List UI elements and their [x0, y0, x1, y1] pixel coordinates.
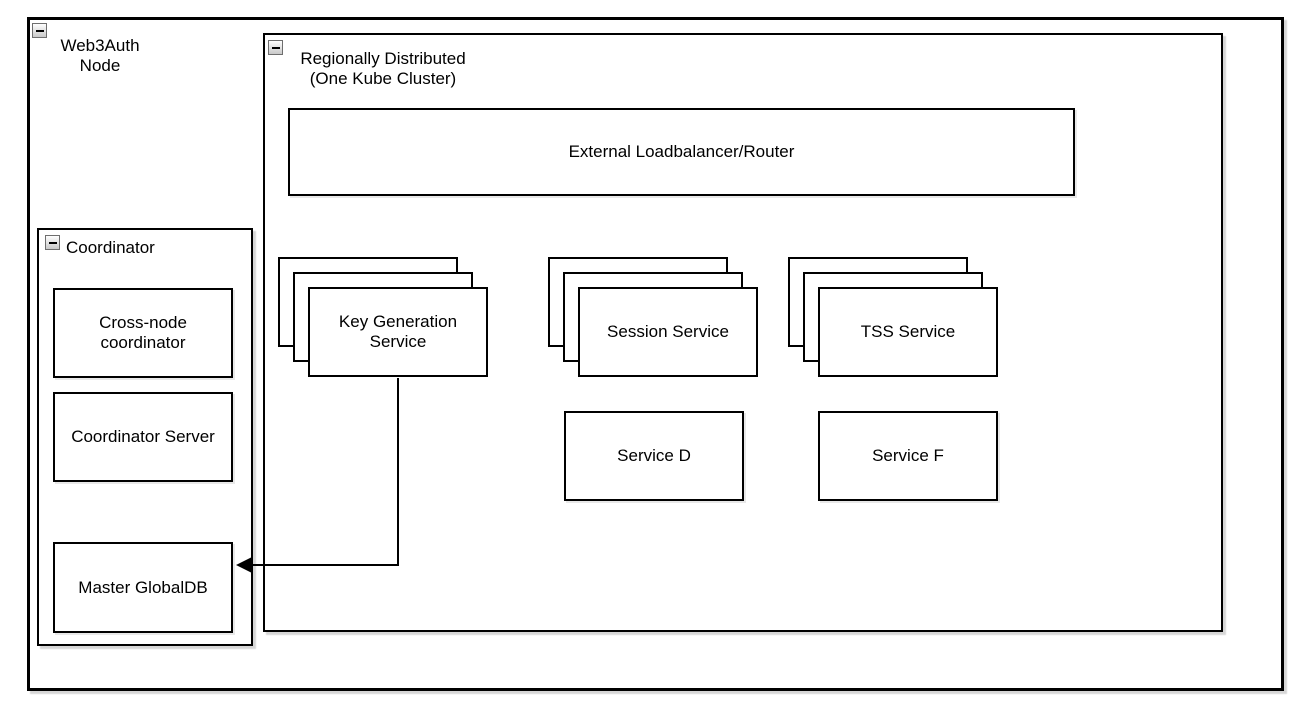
region-label: Regionally Distributed (One Kube Cluster… — [300, 49, 466, 88]
collapse-minus-icon-coordinator[interactable] — [45, 235, 60, 250]
service-d-label: Service D — [617, 446, 691, 465]
coordinator-server-label: Coordinator Server — [71, 427, 215, 446]
cross-node-coordinator-label: Cross-node coordinator — [99, 313, 187, 352]
keygen-stack-card-front: Key Generation Service — [308, 287, 488, 377]
cross-node-coordinator-box: Cross-node coordinator — [53, 288, 233, 378]
web3auth-node-label: Web3Auth Node — [60, 36, 140, 75]
loadbalancer-box: External Loadbalancer/Router — [288, 108, 1075, 196]
collapse-minus-icon-web3auth[interactable] — [32, 23, 47, 38]
keygen-stack: Key Generation Service — [278, 257, 488, 377]
keygen-label: Key Generation Service — [338, 312, 458, 351]
coordinator-label: Coordinator — [66, 238, 155, 257]
tss-stack: TSS Service — [788, 257, 998, 377]
service-f-box: Service F — [818, 411, 998, 501]
master-globaldb-label: Master GlobalDB — [78, 577, 208, 597]
service-f-label: Service F — [872, 446, 944, 465]
session-stack: Session Service — [548, 257, 758, 377]
collapse-minus-icon-region[interactable] — [268, 40, 283, 55]
tss-label: TSS Service — [860, 322, 956, 341]
loadbalancer-label: External Loadbalancer/Router — [568, 142, 795, 161]
coordinator-server-box: Coordinator Server — [53, 392, 233, 482]
service-d-box: Service D — [564, 411, 744, 501]
master-globaldb-box: Master GlobalDB — [53, 542, 233, 633]
session-stack-card-front: Session Service — [578, 287, 758, 377]
session-label: Session Service — [607, 322, 729, 341]
tss-stack-card-front: TSS Service — [818, 287, 998, 377]
